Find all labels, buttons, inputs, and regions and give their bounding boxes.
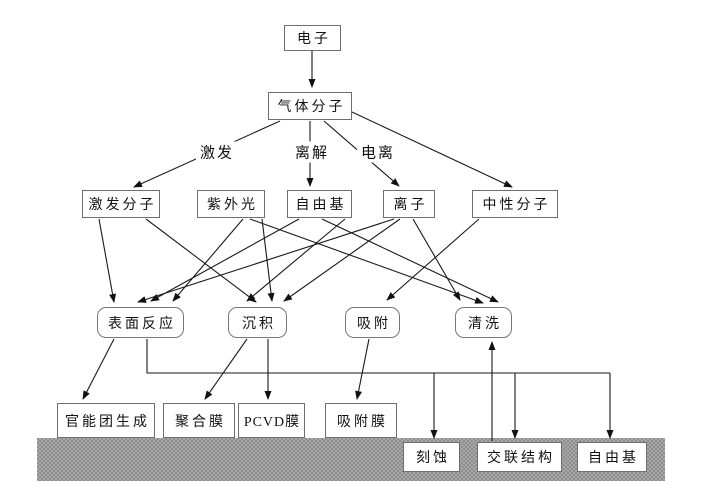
node-free-radical: 自由基 xyxy=(287,190,352,218)
edge-neutral-to-adsorption xyxy=(386,218,480,301)
node-free-radical-bottom: 自由基 xyxy=(577,442,647,472)
edge-label-excitation: 激发 xyxy=(195,141,237,163)
node-pcvd-film: PCVD膜 xyxy=(238,403,305,438)
edge-surface-elbow-trunk xyxy=(146,339,610,374)
edge-radical-to-surface xyxy=(150,218,300,302)
edge-ion-to-cleaning xyxy=(412,218,461,301)
node-adsorption: 吸附 xyxy=(345,307,400,338)
edge-radical-to-cleaning xyxy=(321,218,499,303)
node-ion: 离子 xyxy=(383,190,435,218)
node-crosslink-structure: 交联结构 xyxy=(477,442,562,472)
edge-radical-to-deposition xyxy=(246,218,346,302)
node-neutral-molecule: 中性分子 xyxy=(472,190,558,218)
node-uv-light: 紫外光 xyxy=(197,190,265,218)
node-polymer-film: 聚合膜 xyxy=(163,403,235,438)
node-surface-reaction: 表面反应 xyxy=(97,307,184,338)
edge-ion-to-deposition xyxy=(283,218,401,302)
node-gas-molecule: 气体分子 xyxy=(268,92,352,120)
node-adsorbed-film: 吸附膜 xyxy=(325,403,397,438)
edge-uv-to-surface xyxy=(172,218,244,302)
node-etching: 刻蚀 xyxy=(403,442,460,472)
node-electron: 电子 xyxy=(284,25,341,51)
edge-gas-to-neutral xyxy=(351,111,513,188)
edge-excited-to-surface xyxy=(98,218,117,303)
node-excited-molecule: 激发分子 xyxy=(82,190,160,218)
edge-group xyxy=(82,51,614,441)
edge-label-ionization: 电离 xyxy=(356,141,398,163)
edge-label-dissociation: 离解 xyxy=(290,141,332,163)
edge-excited-to-deposition xyxy=(145,218,257,303)
node-deposition: 沉积 xyxy=(228,307,287,338)
edge-uv-to-cleaning xyxy=(249,218,484,304)
edge-ion-to-surface xyxy=(137,218,395,303)
node-cleaning: 清洗 xyxy=(455,307,512,338)
edge-surface-to-functional xyxy=(82,338,115,400)
edge-deposition-to-polymer xyxy=(204,338,248,400)
node-functional-group: 官能团生成 xyxy=(57,403,155,438)
edge-adsorption-to-film xyxy=(355,338,370,400)
